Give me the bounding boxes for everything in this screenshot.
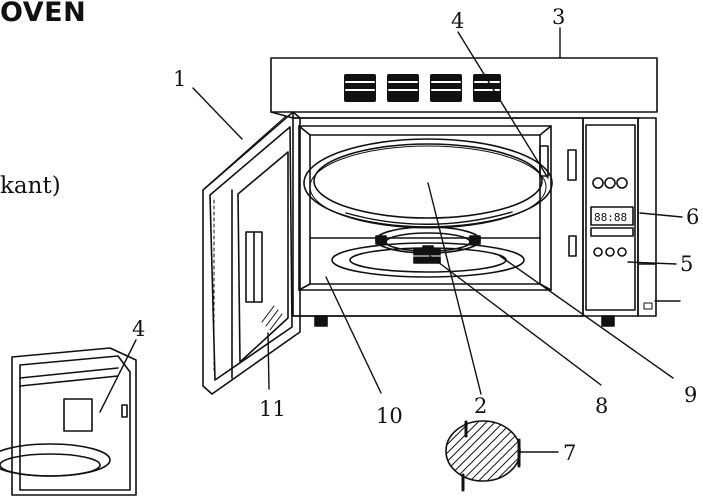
callout-8: 8 xyxy=(595,394,608,418)
turntable-plate xyxy=(303,138,553,229)
callout-2: 2 xyxy=(474,394,487,418)
callout-10: 10 xyxy=(376,404,403,428)
inset-view xyxy=(0,347,137,496)
callout-numbers: 1 4 3 6 5 9 8 2 10 11 4 7 xyxy=(132,5,699,465)
turntable-support xyxy=(445,420,521,492)
cropped-side-text: kant) xyxy=(0,173,61,199)
callout-11: 11 xyxy=(259,397,286,421)
door-hinge xyxy=(261,305,283,331)
waveguide-cover xyxy=(539,145,577,257)
control-panel: 88:88 xyxy=(585,124,657,311)
svg-text:88:88: 88:88 xyxy=(594,211,627,224)
door xyxy=(202,111,301,395)
feet xyxy=(314,315,615,327)
turntable-shaft xyxy=(331,242,525,278)
cabinet-top xyxy=(270,57,658,119)
callout-4: 4 xyxy=(451,9,464,33)
callout-3: 3 xyxy=(552,5,565,29)
microwave-body xyxy=(292,117,657,317)
callout-4-inset: 4 xyxy=(132,317,145,341)
callout-5: 5 xyxy=(680,252,693,276)
callout-7: 7 xyxy=(563,441,576,465)
callout-9: 9 xyxy=(684,383,697,407)
oven-cavity xyxy=(298,125,552,291)
callout-6: 6 xyxy=(686,205,699,229)
page-title: OVEN xyxy=(0,0,87,28)
callout-1: 1 xyxy=(173,67,186,91)
leader-lines xyxy=(99,27,683,453)
vent-slots xyxy=(344,74,501,102)
